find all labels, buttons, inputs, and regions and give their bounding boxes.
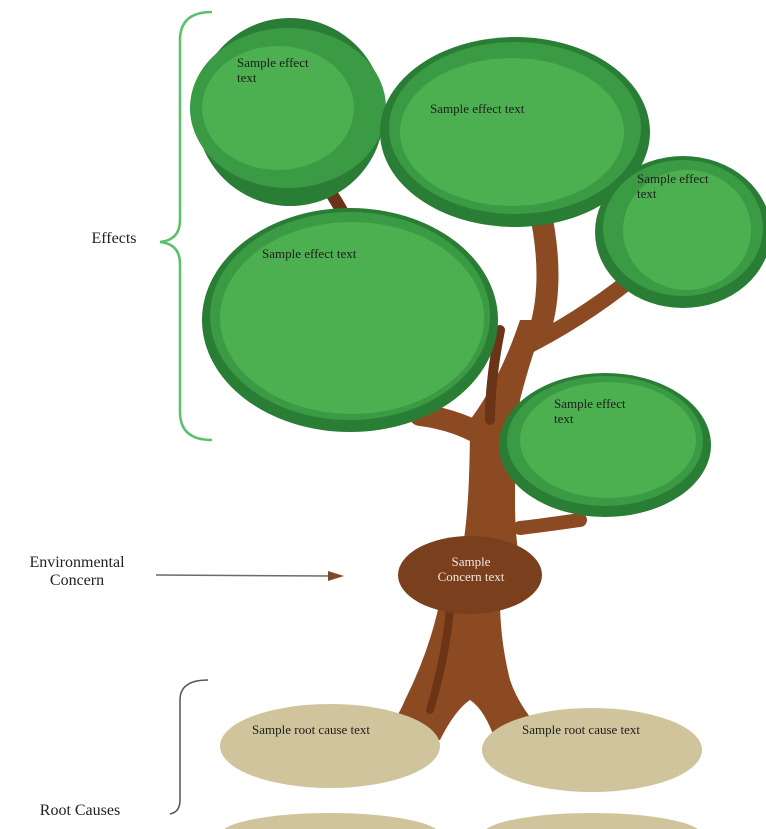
- effect-text-1-line1: Sample effect: [237, 55, 309, 70]
- concern-text: Sample Concern text: [410, 554, 532, 585]
- concern-text-line1: Sample: [451, 554, 491, 569]
- effect-text-3-line2: text: [637, 185, 657, 201]
- effect-text-3: Sample effect text: [637, 171, 747, 202]
- root-cause-ellipse-3: [224, 813, 436, 829]
- root-causes-bracket: [169, 679, 209, 815]
- canopy-effect-1: [190, 18, 386, 206]
- concern-text-line2: Concern text: [437, 568, 505, 584]
- root-causes-label: Root Causes: [39, 802, 121, 819]
- canopy-effect-3: [595, 156, 766, 308]
- effect-text-5-line2: text: [554, 410, 574, 426]
- effect-text-5: Sample effect text: [554, 396, 664, 427]
- effects-label: Effects: [91, 230, 137, 247]
- canopy-effect-5: [499, 373, 711, 517]
- effect-text-2: Sample effect text: [430, 101, 590, 117]
- environmental-concern-label: Environmental Concern: [12, 554, 142, 591]
- root-cause-ellipse-1: [220, 704, 440, 788]
- root-cause-ellipse-2: [482, 708, 702, 792]
- canopy-effect-2: [380, 37, 650, 227]
- effect-text-2-line1: Sample effect text: [430, 101, 525, 116]
- concern-arrow: [155, 571, 344, 581]
- effect-text-5-line1: Sample effect: [554, 396, 626, 411]
- effect-text-4-line1: Sample effect text: [262, 246, 357, 261]
- root-cause-ellipse-4: [486, 813, 698, 829]
- root-cause-text-2: Sample root cause text: [522, 722, 641, 737]
- effect-text-4: Sample effect text: [262, 246, 422, 262]
- environmental-label-line1: Environmental: [29, 554, 125, 571]
- effect-text-3-line1: Sample effect: [637, 171, 709, 186]
- effects-bracket: [159, 10, 213, 442]
- environmental-label-line2: Concern: [49, 572, 105, 590]
- root-cause-text-1: Sample root cause text: [252, 722, 371, 737]
- effect-text-1: Sample effect text: [237, 55, 357, 86]
- effect-text-1-line2: text: [237, 69, 257, 85]
- canopy-effect-4: [202, 208, 498, 432]
- concern-ellipse: [398, 536, 542, 614]
